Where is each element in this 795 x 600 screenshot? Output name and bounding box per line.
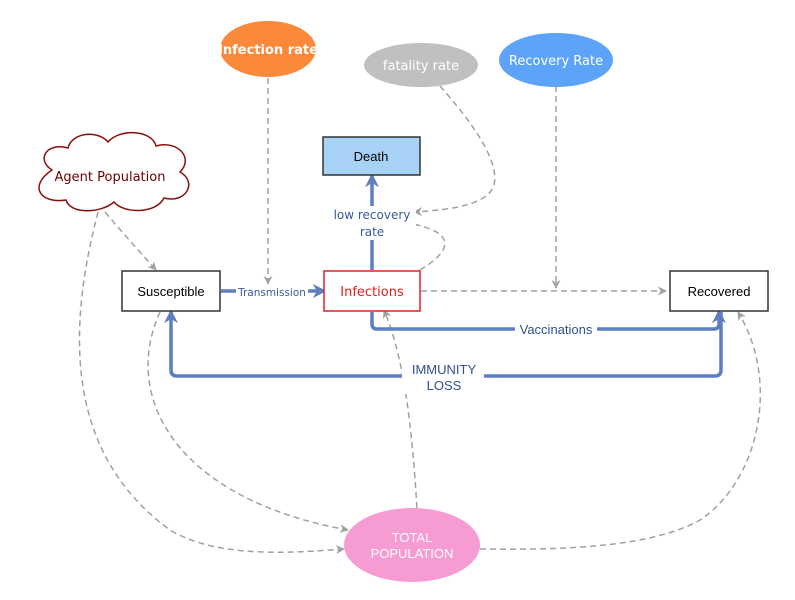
- fatality-rate-to-low-recovery-link: [413, 85, 496, 217]
- immunity-loss-label-line1: IMMUNITY: [412, 362, 477, 377]
- infections-node[interactable]: Infections: [323, 270, 421, 312]
- total-population-label-line2: POPULATION: [371, 546, 454, 561]
- total-population-node[interactable]: TOTAL POPULATION: [344, 508, 480, 582]
- agent-population-cloud: [38, 131, 190, 212]
- agent-population-to-total-population-link: [78, 211, 345, 555]
- fatality-rate-node[interactable]: fatality rate: [364, 43, 478, 87]
- recovery-rate-label: Recovery Rate: [509, 54, 603, 69]
- total-population-to-infections-link: [382, 309, 418, 509]
- agent-population-label: Agent Population: [55, 170, 166, 185]
- immunity-loss-label-line2: LOSS: [427, 378, 462, 393]
- recovery-rate-node[interactable]: Recovery Rate: [499, 33, 613, 87]
- infection-rate-node[interactable]: Infection rate: [218, 21, 318, 77]
- edge-labels: Transmission low recovery rate Vaccinati…: [236, 206, 597, 394]
- recovered-label: Recovered: [688, 284, 751, 299]
- low-recovery-label-line2: rate: [360, 225, 384, 239]
- agent-population-node[interactable]: Agent Population: [38, 131, 190, 212]
- death-node[interactable]: Death: [322, 136, 421, 176]
- vaccinations-label: Vaccinations: [520, 322, 593, 337]
- low-recovery-label-line1: low recovery: [334, 208, 411, 222]
- recovered-node[interactable]: Recovered: [669, 270, 769, 312]
- agent-population-to-susceptible-link: [104, 211, 157, 271]
- susceptible-label: Susceptible: [137, 284, 204, 299]
- death-label: Death: [354, 149, 389, 164]
- susceptible-node[interactable]: Susceptible: [121, 270, 221, 312]
- infection-rate-label: Infection rate: [218, 43, 318, 58]
- flow-arrows: [164, 173, 726, 378]
- total-population-to-recovered-link: [479, 311, 762, 550]
- infections-label: Infections: [340, 285, 404, 300]
- susceptible-to-total-population-link: [147, 311, 349, 534]
- fatality-rate-label: fatality rate: [383, 59, 459, 74]
- total-population-label-line1: TOTAL: [392, 530, 433, 545]
- transmission-label: Transmission: [237, 287, 306, 299]
